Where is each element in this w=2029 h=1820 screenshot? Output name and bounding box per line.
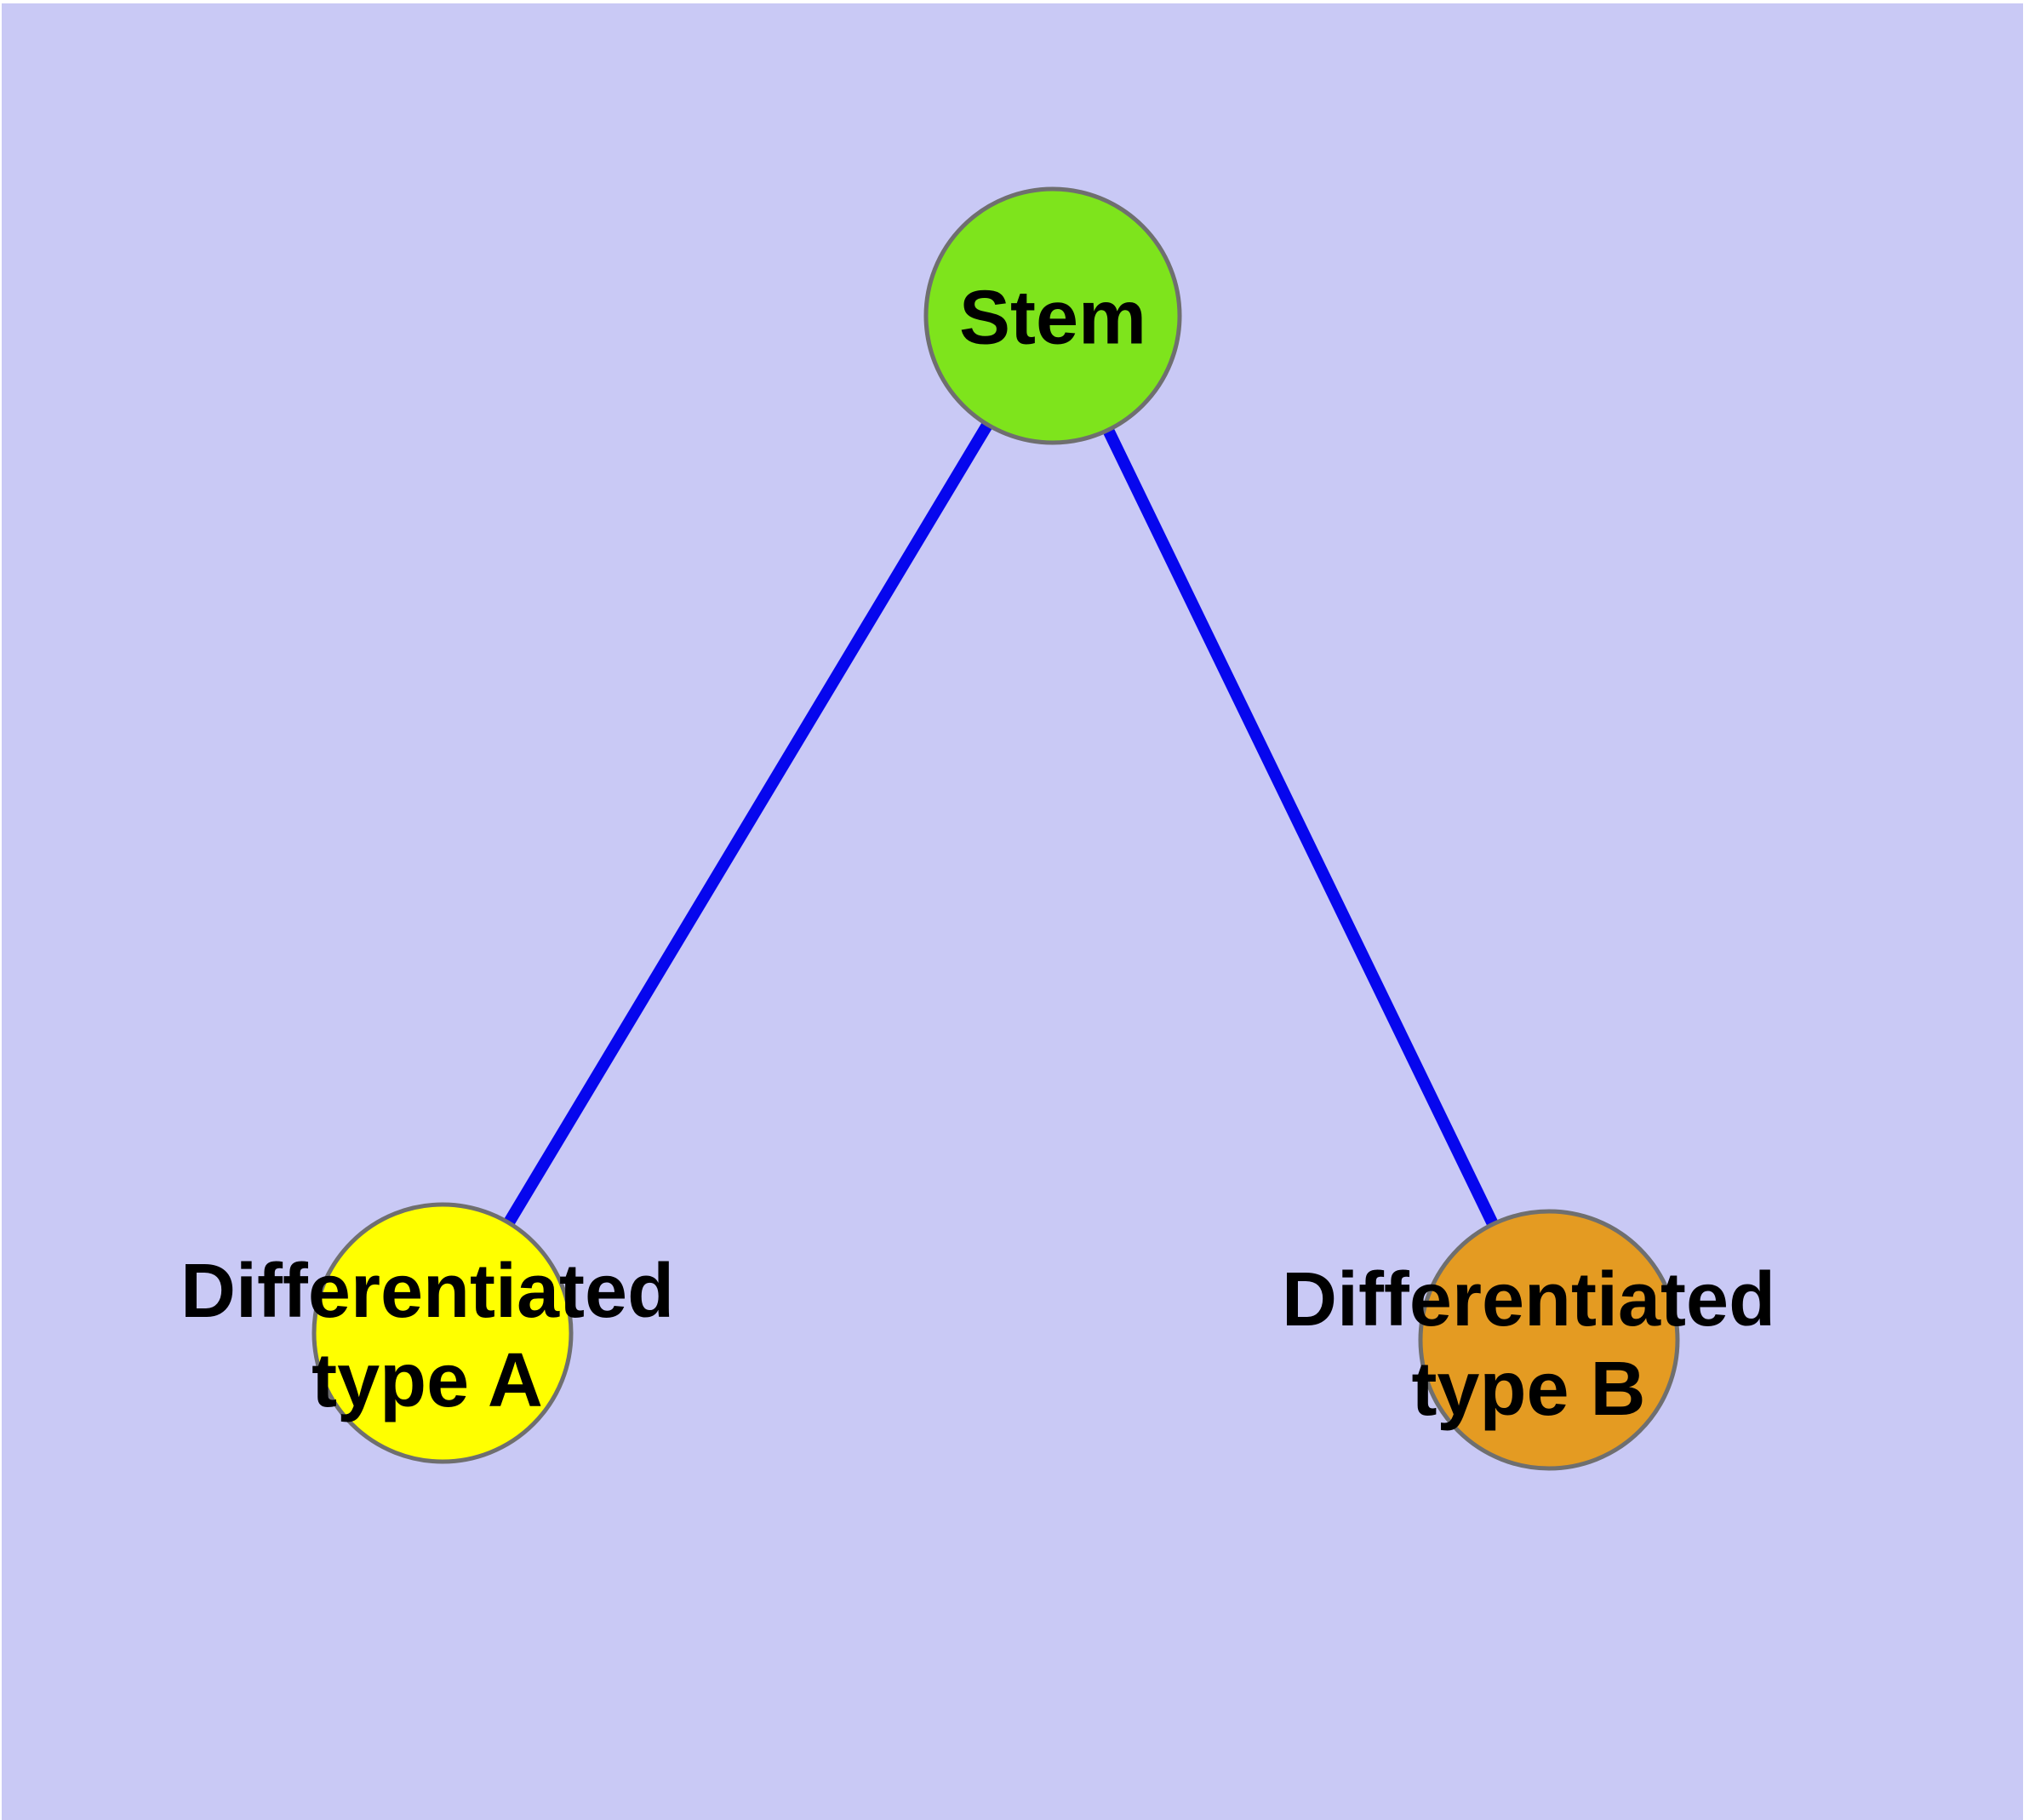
- edge-stem-to-type-b: [1047, 312, 1555, 1343]
- diagram-canvas: Stem Differentiated type A Differentiate…: [2, 3, 2023, 1820]
- node-stem: [923, 186, 1182, 445]
- graph-svg: [311, 186, 1680, 1471]
- node-label-differentiated-type-a: Differentiated type A: [180, 1249, 675, 1423]
- node-differentiated-type-b: [1418, 1209, 1680, 1471]
- node-differentiated-type-a: [311, 1202, 574, 1464]
- node-label-differentiated-type-b: Differentiated type B: [1281, 1257, 1776, 1432]
- node-label-stem: Stem: [958, 275, 1147, 361]
- edge-stem-to-type-a: [437, 312, 1059, 1336]
